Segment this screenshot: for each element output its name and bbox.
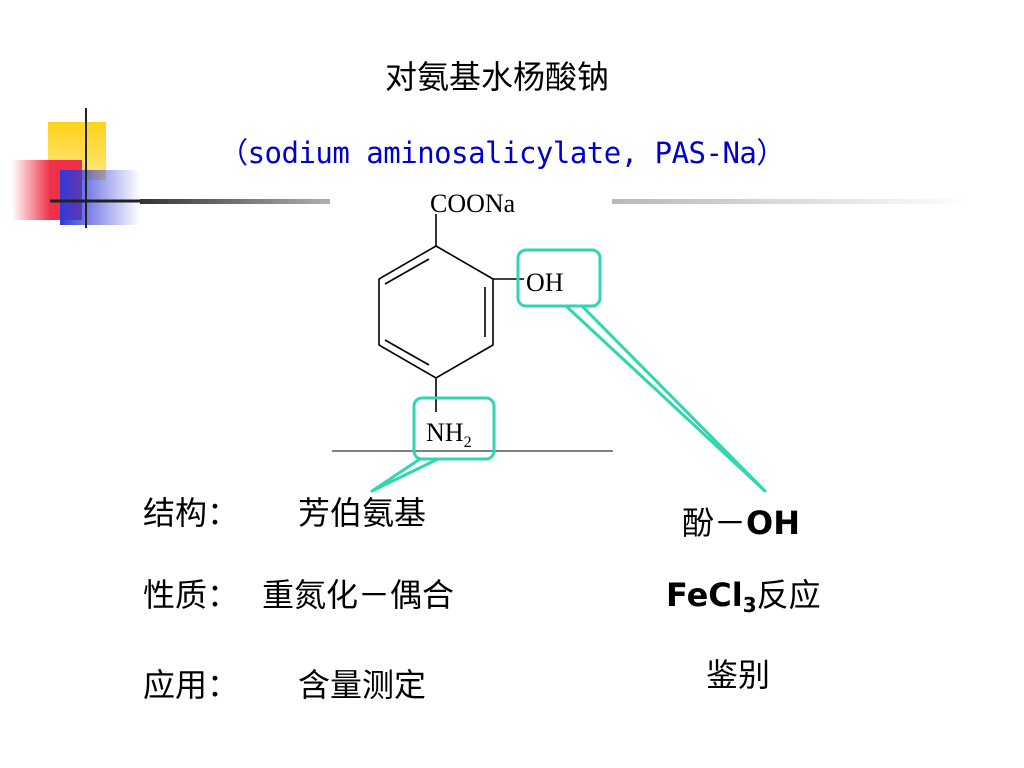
fecl3-reaction-line: FeCl3反应 xyxy=(666,570,821,617)
header-rule-left xyxy=(140,199,330,204)
structure-label: 结构： xyxy=(143,494,240,532)
header-rules xyxy=(140,199,972,204)
corner-decoration xyxy=(12,108,140,228)
application-label: 应用： xyxy=(143,666,240,704)
label-oh: OH xyxy=(526,268,564,297)
callout-pointer-phenol xyxy=(564,304,767,493)
property-value: 重氮化－偶合 xyxy=(262,576,455,614)
phenol-oh-line: 酚－OH xyxy=(682,498,800,544)
callout-box-nh2 xyxy=(412,396,496,461)
fecl3-sub: 3 xyxy=(742,593,757,617)
label-nh2-sub: 2 xyxy=(464,434,472,451)
property-label: 性质： xyxy=(143,576,240,614)
header-rule-right xyxy=(612,199,972,204)
structure-value: 芳伯氨基 xyxy=(298,494,427,532)
phenol-oh: OH xyxy=(746,504,800,542)
label-nh2-main: NH xyxy=(426,418,464,447)
identification-text: 鉴别 xyxy=(706,656,771,694)
fecl3-main: FeCl xyxy=(666,576,743,614)
label-nh2: NH2 xyxy=(426,418,472,451)
phenol-prefix: 酚－ xyxy=(682,504,747,542)
benzene-ring xyxy=(378,245,494,379)
reaction-text: 反应 xyxy=(756,576,821,614)
title-chinese: 对氨基水杨酸钠 xyxy=(384,58,609,96)
application-value: 含量测定 xyxy=(298,666,427,704)
callout-box-oh xyxy=(516,248,602,308)
title-english: （sodium aminosalicylate, PAS-Na） xyxy=(219,136,785,170)
deco-blue-square xyxy=(60,170,140,225)
callout-pointer-amino xyxy=(370,457,439,493)
